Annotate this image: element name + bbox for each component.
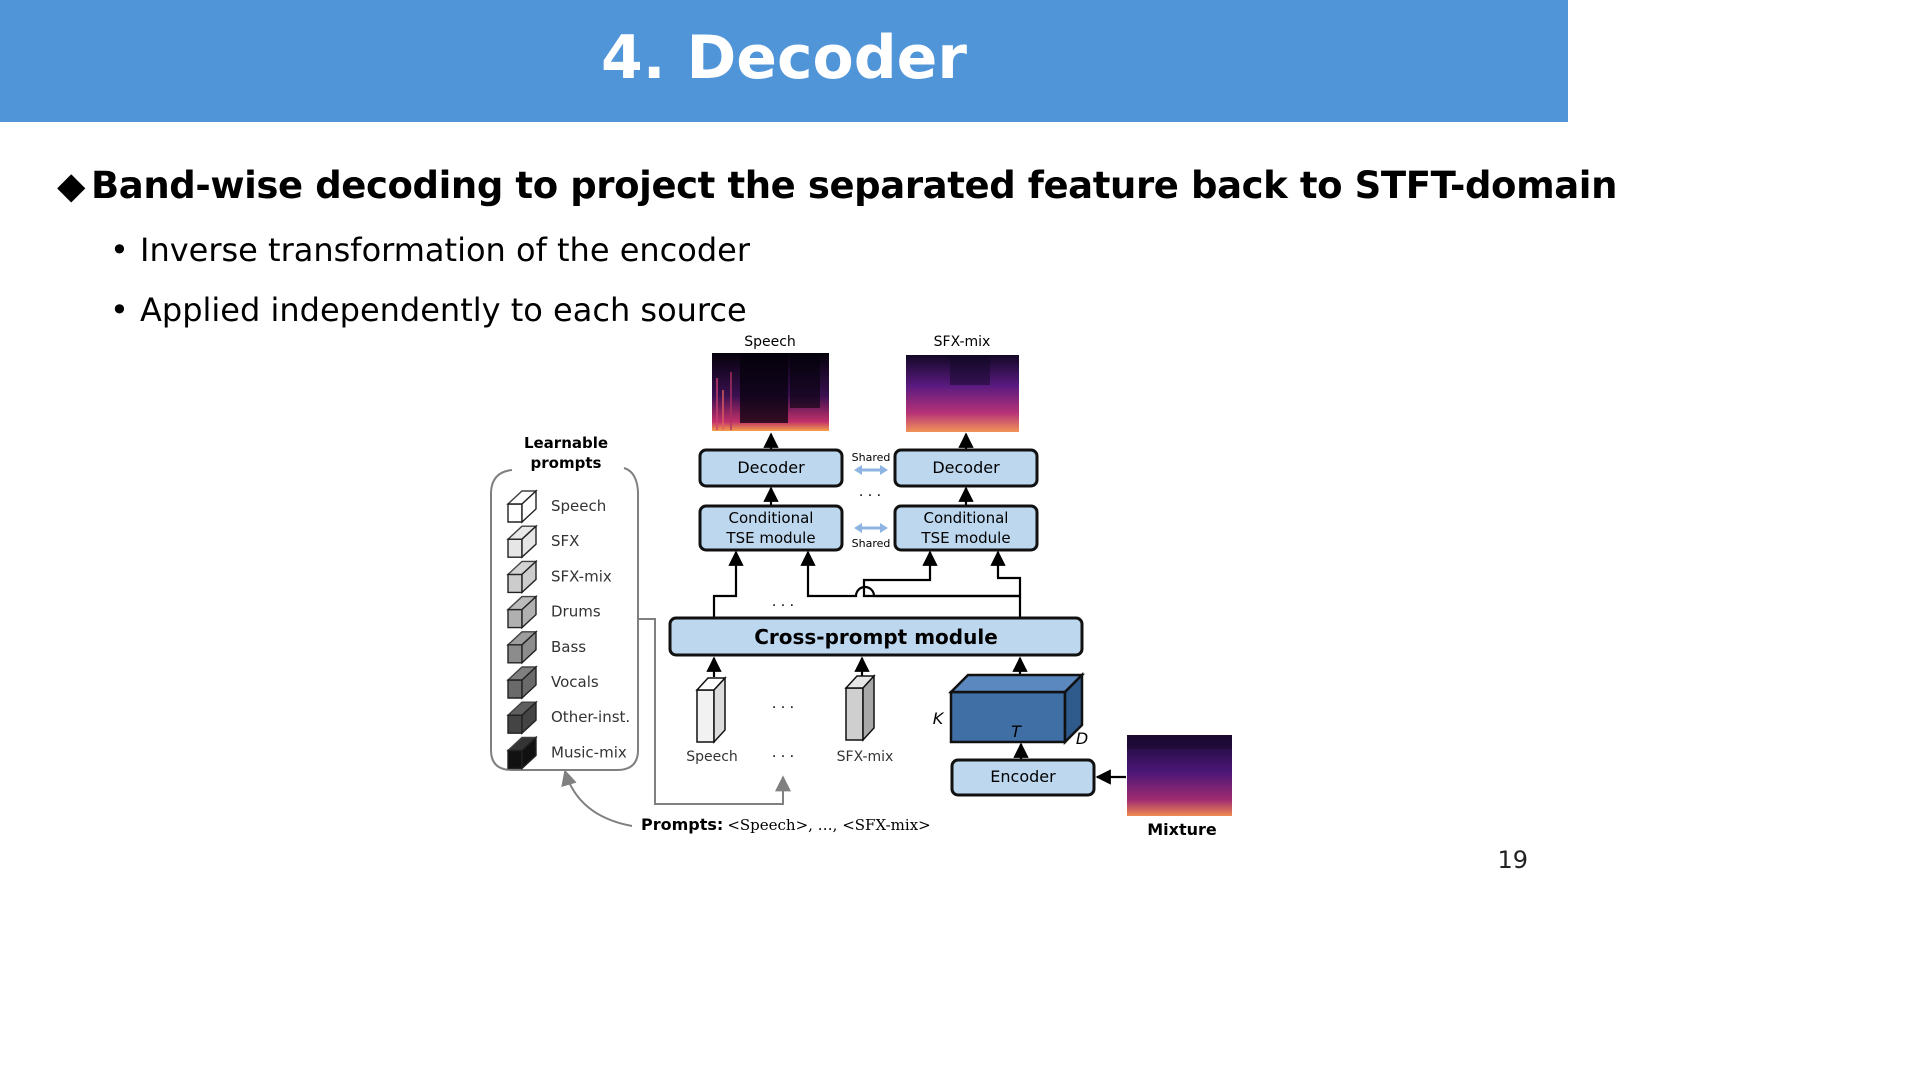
learnable-prompt-item: Other-inst.	[506, 700, 630, 735]
learnable-prompt-item: Music-mix	[506, 735, 627, 771]
ellipsis: · · ·	[772, 598, 794, 614]
encoder-box	[950, 758, 1096, 797]
title-bar	[0, 0, 1568, 122]
ellipsis: · · ·	[772, 749, 794, 765]
tse-module-label: TSE module	[725, 529, 815, 547]
prompt-lookup-line	[561, 769, 633, 827]
sub-bullet-text: Inverse transformation of the encoder	[140, 231, 750, 269]
prompt-cube-icon	[506, 559, 538, 595]
tse-module-label: Conditional	[924, 509, 1009, 527]
prompt-cube-icon	[506, 524, 538, 559]
prompts-caption-text: <Speech>, …, <SFX-mix>	[727, 816, 930, 834]
shared-label: Shared	[852, 451, 891, 464]
sub-bullet-1: • Inverse transformation of the encoder	[110, 230, 750, 270]
learnable-prompt-item: Vocals	[506, 665, 599, 700]
shared-double-arrow-icon	[854, 465, 888, 475]
shared-label: Shared	[852, 537, 891, 550]
spectrogram-speech	[712, 353, 829, 431]
tse-module-label: TSE module	[920, 529, 1010, 547]
learnable-prompt-item: Drums	[506, 594, 601, 630]
learnable-prompt-label: Bass	[551, 638, 586, 656]
main-bullet: ◆Band-wise decoding to project the separ…	[57, 162, 1617, 210]
decoder-box-speech	[698, 448, 844, 488]
prompt-cube-icon	[506, 665, 538, 700]
learnable-prompt-label: SFX	[551, 532, 579, 550]
dimension-t-label: T	[1011, 722, 1022, 741]
main-bullet-text: Band-wise decoding to project the separa…	[91, 164, 1618, 207]
prompts-caption: Prompts:<Speech>, …, <SFX-mix>	[641, 815, 931, 834]
learnable-prompt-item: Speech	[506, 489, 606, 524]
slide-title: 4. Decoder	[601, 23, 967, 93]
dimension-d-label: D	[1076, 729, 1088, 748]
learnable-prompt-label: SFX-mix	[551, 567, 612, 585]
tse-module-box-speech	[698, 504, 844, 552]
prompt-selection-line	[639, 618, 791, 805]
spectrogram-mixture	[1127, 735, 1232, 816]
learnable-prompts-title: Learnable	[524, 434, 608, 452]
learnable-prompt-label: Other-inst.	[551, 708, 630, 726]
page-number: 19	[1497, 846, 1528, 874]
ellipsis: · · ·	[859, 488, 881, 504]
sub-bullet-2: • Applied independently to each source	[110, 290, 747, 330]
learnable-prompt-label: Vocals	[551, 673, 599, 691]
spectrogram-speech-title: Speech	[744, 334, 796, 350]
prompt-cube-icon	[506, 630, 538, 665]
spectrogram-sfx-mix	[906, 355, 1019, 432]
spectrogram-sfx-mix-title: SFX-mix	[934, 334, 991, 350]
tse-module-box-sfx-mix	[893, 504, 1039, 552]
decoder-label: Decoder	[932, 458, 1000, 477]
prompt-token-sfx-mix	[844, 674, 876, 742]
cross-prompt-module-box	[668, 616, 1084, 657]
learnable-prompt-label: Drums	[551, 603, 601, 621]
architecture-diagram: Speech SFX-mix Decoder Decoder Shared · …	[490, 334, 1232, 839]
decoder-box-sfx-mix	[893, 448, 1039, 488]
learnable-prompts-title: prompts	[531, 454, 602, 472]
learnable-prompt-item: SFX	[506, 524, 579, 559]
feature-tensor	[947, 671, 1086, 746]
prompt-token-label: Speech	[686, 749, 738, 765]
shared-double-arrow-icon	[854, 523, 888, 533]
bullet-dot-icon: •	[110, 291, 129, 329]
bullet-dot-icon: •	[110, 231, 129, 269]
learnable-prompt-item: Bass	[506, 630, 586, 665]
prompt-token-speech	[695, 676, 727, 744]
learnable-prompt-label: Speech	[551, 497, 606, 515]
mixture-label: Mixture	[1147, 820, 1217, 839]
dimension-k-label: K	[933, 709, 945, 728]
prompts-caption-bold: Prompts:	[641, 815, 723, 834]
learnable-prompt-item: SFX-mix	[506, 559, 612, 595]
prompt-cube-icon	[506, 594, 538, 630]
tse-module-label: Conditional	[729, 509, 814, 527]
ellipsis: · · ·	[772, 700, 794, 716]
prompt-token-label: SFX-mix	[837, 749, 894, 765]
learnable-prompt-label: Music-mix	[551, 743, 627, 761]
prompt-cube-icon	[506, 700, 538, 735]
diamond-bullet-icon: ◆	[57, 164, 86, 207]
encoder-label: Encoder	[990, 767, 1056, 786]
cross-prompt-module-label: Cross-prompt module	[754, 625, 998, 649]
prompt-cube-icon	[506, 735, 538, 771]
cross-prompt-connections	[712, 550, 1022, 618]
decoder-label: Decoder	[737, 458, 805, 477]
sub-bullet-text: Applied independently to each source	[140, 291, 747, 329]
prompt-cube-icon	[506, 489, 538, 524]
